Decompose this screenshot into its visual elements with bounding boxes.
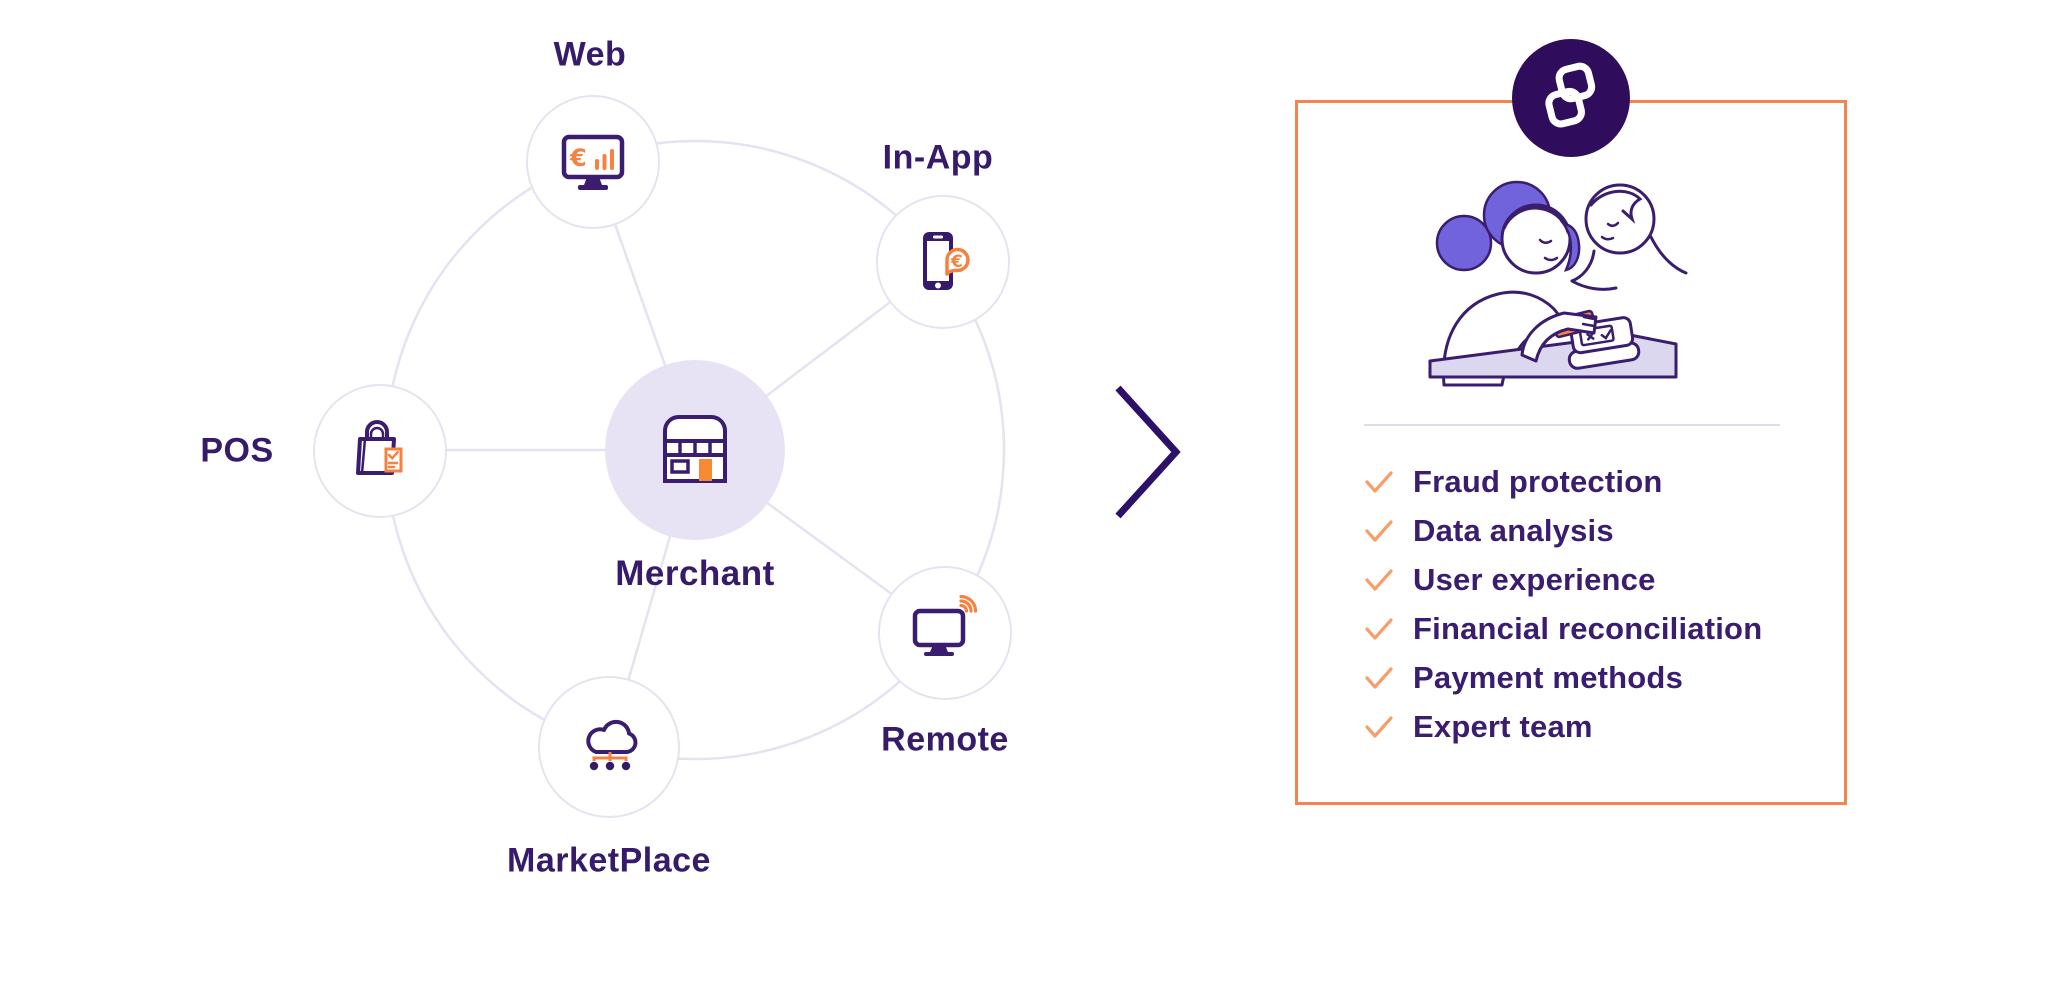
benefit-label: Payment methods	[1413, 659, 1684, 695]
cashier-arm	[1520, 311, 1598, 363]
check-icon	[1365, 715, 1393, 738]
list-item: Fraud protection	[1364, 463, 1762, 499]
monitor-euro-chart-icon: €	[561, 134, 625, 190]
benefit-label: Financial reconciliation	[1413, 610, 1763, 646]
shopping-bag-receipt-icon	[356, 420, 403, 475]
check-icon	[1365, 470, 1393, 493]
node-label-remote: Remote	[881, 720, 1009, 759]
node-marketplace	[538, 676, 680, 818]
cashier-fingers	[1581, 315, 1596, 328]
node-remote	[878, 566, 1012, 700]
chevron-right-icon	[1115, 385, 1181, 519]
list-item: Financial reconciliation	[1364, 610, 1763, 646]
cloud-network-icon	[586, 719, 638, 771]
cashier-card-payment-illustration	[1428, 180, 1688, 387]
cashier-head	[1435, 180, 1581, 275]
card-divider	[1364, 424, 1780, 426]
list-item: Data analysis	[1364, 512, 1762, 548]
list-item: User experience	[1364, 561, 1762, 597]
brand-logo	[1512, 39, 1630, 157]
list-item: Expert team	[1364, 708, 1762, 744]
check-icon	[1365, 666, 1393, 689]
node-merchant	[605, 360, 785, 540]
benefit-label: Fraud protection	[1413, 463, 1663, 499]
euro-symbol: €	[950, 252, 963, 272]
monitor-wifi-icon	[912, 595, 978, 656]
check-icon	[1365, 519, 1393, 542]
node-label-merchant: Merchant	[615, 554, 775, 593]
check-icon	[1365, 568, 1393, 591]
smartphone-euro-bubble-icon: €	[923, 232, 970, 290]
euro-symbol: €	[569, 144, 587, 172]
node-pos	[313, 384, 447, 518]
node-label-web: Web	[553, 35, 627, 74]
node-label-marketplace: MarketPlace	[507, 841, 711, 880]
list-item: Payment methods	[1364, 659, 1762, 695]
benefits-card: Fraud protection Data analysis User expe…	[1295, 39, 1847, 805]
benefit-label: User experience	[1413, 561, 1656, 597]
node-web: €	[526, 95, 660, 229]
payment-channels-diagram: € €	[200, 35, 1012, 880]
customer-figure	[1570, 183, 1688, 291]
node-label-pos: POS	[200, 431, 274, 470]
storefront-icon	[663, 415, 727, 483]
benefit-label: Data analysis	[1413, 512, 1614, 548]
node-in-app: €	[876, 195, 1010, 329]
check-icon	[1365, 617, 1393, 640]
benefit-label: Expert team	[1413, 708, 1593, 744]
node-label-in-app: In-App	[882, 138, 994, 177]
benefits-checklist: Fraud protection Data analysis User expe…	[1364, 463, 1763, 744]
